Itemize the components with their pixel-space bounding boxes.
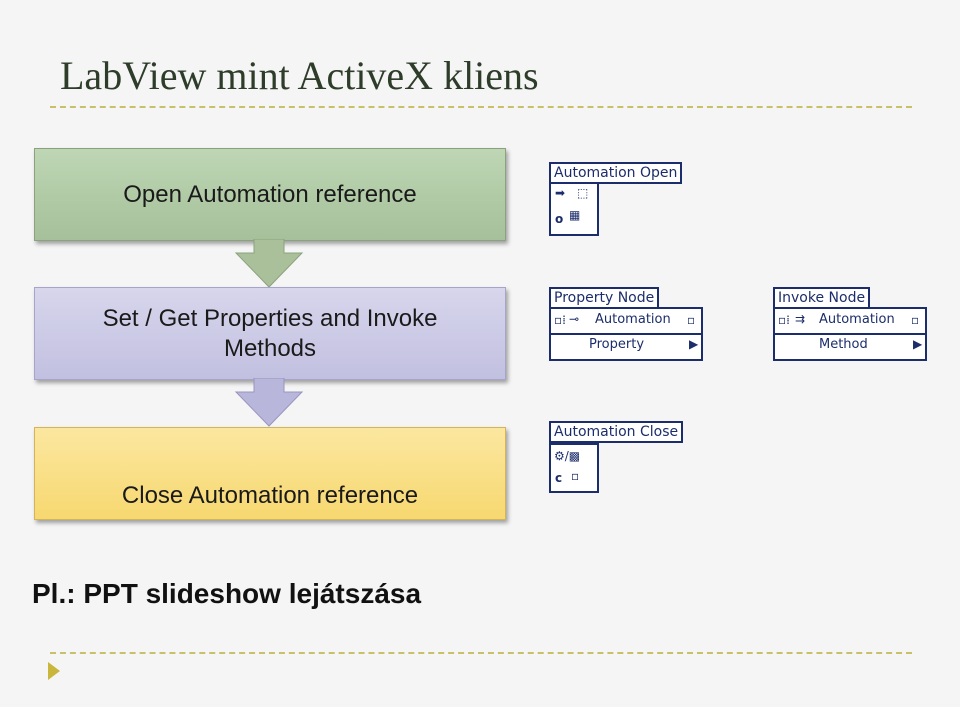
automation-open-icon: ➡ ⬚ o ▦ — [549, 182, 599, 236]
arrow-right-icon: ▶ — [689, 337, 699, 351]
step-properties-label: Set / Get Properties and Invoke Methods — [102, 304, 438, 362]
automation-open-header: Automation Open — [549, 162, 683, 184]
down-arrow-icon — [234, 239, 304, 288]
example-text: Pl.: PPT slideshow lejátszása — [32, 578, 422, 609]
arrow-right-icon: ▶ — [913, 337, 923, 351]
step-open-label: Open Automation reference — [123, 180, 417, 208]
step-properties-box: Set / Get Properties and Invoke Methods — [34, 287, 506, 380]
automation-close-icon: ⚙/▩ c ▫ — [549, 443, 599, 493]
title-divider — [50, 106, 912, 108]
invoke-node-item: Method — [819, 337, 868, 352]
play-icon — [48, 662, 60, 680]
property-node-header: Property Node — [549, 287, 660, 309]
property-node-body: ▫⁞ ⊸ Automation ▫ Property ▶ — [549, 307, 703, 361]
step-open-box: Open Automation reference — [34, 148, 506, 241]
footer-divider — [50, 652, 912, 654]
slide-title: LabView mint ActiveX kliens — [60, 53, 539, 98]
step-close-label: Close Automation reference — [121, 481, 419, 509]
down-arrow-icon — [234, 378, 304, 427]
automation-close-header: Automation Close — [549, 421, 684, 443]
step-close-box: Close Automation reference — [34, 427, 506, 520]
invoke-node-body: ▫⁞ ⇉ Automation ▫ Method ▶ — [773, 307, 927, 361]
property-node-ref: Automation — [595, 312, 671, 327]
invoke-node-ref: Automation — [819, 312, 895, 327]
invoke-node-header: Invoke Node — [773, 287, 871, 309]
property-node-item: Property — [589, 337, 645, 352]
